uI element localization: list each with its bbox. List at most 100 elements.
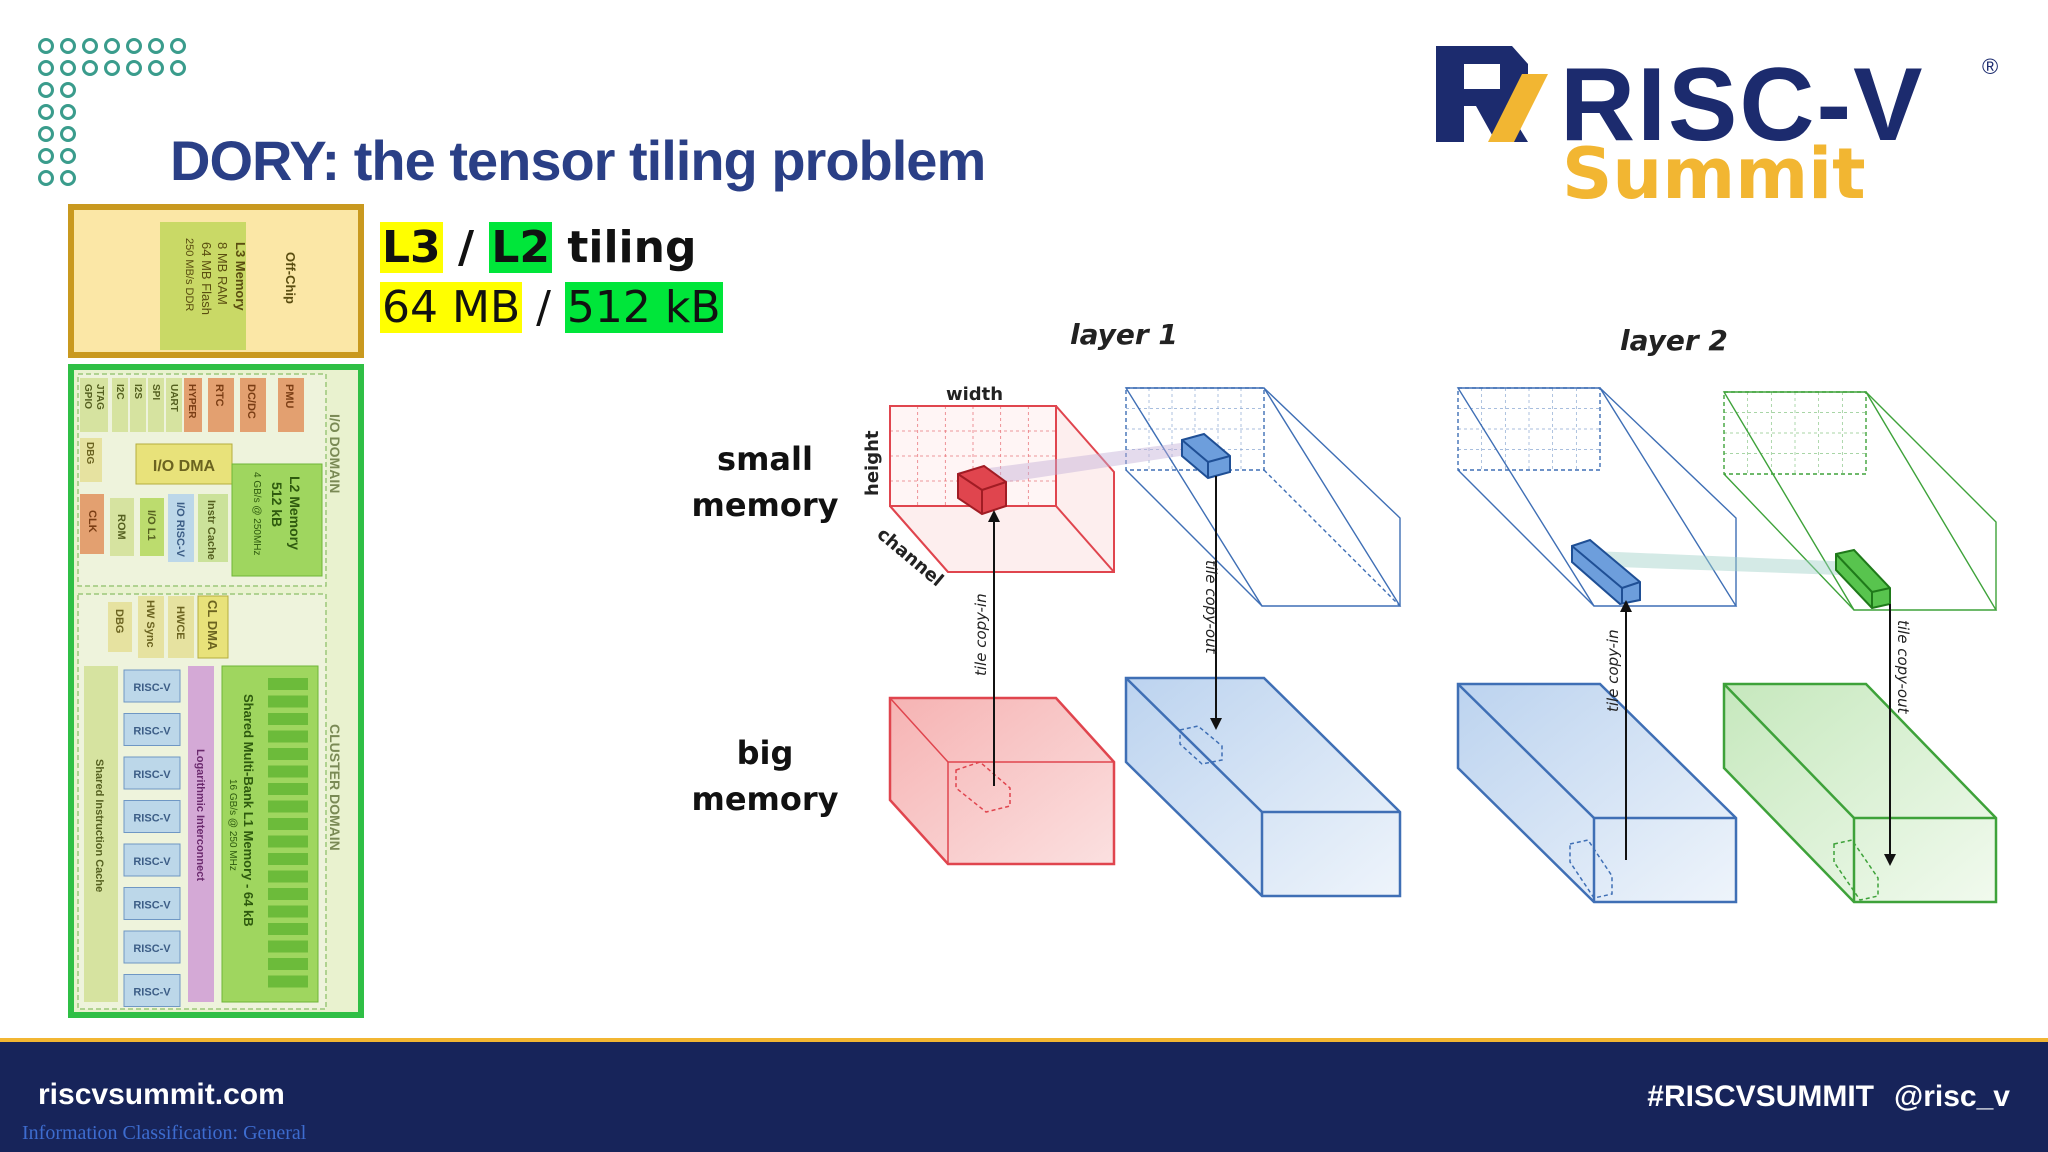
risc-v-core-label: RISC-V [133,943,171,955]
risc-v-core-label: RISC-V [133,900,171,912]
dot [126,38,142,54]
risc-v-core [123,974,181,1007]
instr-cache-label: Instr Cache [205,500,217,560]
peripheral-block [130,378,146,432]
dot [38,126,54,142]
io-riscv-block [168,494,194,562]
risc-v-core [123,843,181,877]
small-memory-label: small memory [680,436,850,528]
offchip-label: Off-Chip [283,252,298,304]
l1-bank [268,975,308,988]
l1-bank [268,783,308,795]
dot [60,104,76,120]
width-axis-label: width [946,384,1003,405]
l1-bank [268,888,308,900]
l2-size: 512 kB [564,282,723,333]
layer-2-label: layer 2 [1620,324,1728,357]
dot [104,60,120,76]
l1-bank [268,748,308,760]
io-domain-label: I/O DOMAIN [327,414,343,493]
l1-bank [268,835,308,848]
l3-ddr-label: 250 MB/s DDR [183,238,195,311]
big-memory-label: big memory [680,730,850,822]
risc-v-core [123,756,181,790]
peripheral-block [166,378,182,432]
l3-ram-label: 8 MB RAM [215,242,230,305]
dot [148,60,164,76]
l2-memory-size: 512 kB [269,482,285,527]
cluster-dbg-block [108,602,132,652]
l1-bank [268,730,308,743]
interconnect-label: Logarithmic Interconnect [194,749,206,881]
peripheral-block [80,378,108,432]
power-block [278,378,304,432]
hwce-label: HWCE [174,606,186,640]
clk-block [80,494,104,554]
peripheral-block [184,378,202,432]
small-green-tensor [1722,391,1998,611]
dot [148,38,164,54]
dot [60,148,76,164]
size-separator: / [522,282,565,333]
footer-website: riscvsummit.com [38,1078,285,1111]
copy-out-label-layer2: tile copy-out [1894,620,1912,715]
slide-title: DORY: the tensor tiling problem [170,129,986,192]
risc-v-core-label: RISC-V [133,987,171,999]
footer-bar [0,1038,2048,1152]
l3-size: 64 MB [380,282,523,333]
classification-label: Information Classification: General [22,1122,307,1144]
cl-dma-label: CL DMA [205,600,220,651]
dot [38,170,54,186]
peripheral-label: I2C [114,384,125,400]
copy-in-label-layer2: tile copy-in [1604,629,1622,712]
peripheral-label: GPIO [82,384,93,409]
footer-handle: @risc_v [1893,1080,2010,1113]
small-memory-line-1: small [717,440,813,478]
small-memory-line-2: memory [691,486,839,524]
dot [60,126,76,142]
copy-in-label-layer1: tile copy-in [972,593,990,676]
dot [60,170,76,186]
big-memory-line-2: memory [691,780,839,818]
dot [82,60,98,76]
height-axis-label: height [862,430,883,496]
l1-bank [268,713,308,725]
blue-tile-layer1 [1181,432,1231,480]
l2-label: L2 [489,222,553,273]
risc-v-core-label: RISC-V [133,813,171,825]
l1-bank [268,678,308,690]
risc-v-summit-logo: RISC-V ® Summit [1436,46,1998,204]
l2-memory-block [231,463,323,577]
risc-v-core [123,800,181,833]
footer-hashtag: #RISCVSUMMIT [1647,1080,1874,1113]
tensor-tiling-diagram: layer 1 layer 2 width height channel [862,318,1998,904]
dot [104,38,120,54]
power-label: DC/DC [245,384,257,419]
interconnect-block [188,666,214,1002]
decorative-dot-grid [38,38,186,186]
big-red-tensor [888,696,1116,866]
small-blue-tensor-layer2 [1456,387,1738,607]
l1-bank [268,905,308,918]
io-dbg-label: DBG [84,442,95,464]
tiling-line-1: L3 / L2 tiling [380,218,723,278]
risc-v-core-label: RISC-V [133,769,171,781]
blue-tile-layer2 [1571,538,1641,606]
dot [38,38,54,54]
io-l1-label: I/O L1 [145,510,157,541]
cl-dma-block [197,595,229,659]
peripheral-label: I2S [132,384,143,399]
tile-projection-beam-layer2 [1570,550,1868,576]
small-blue-tensor-layer1 [1124,387,1402,607]
shared-icache-label: Shared Instruction Cache [93,759,105,892]
l1-bank [268,800,308,813]
peripheral-label: JTAG [94,384,105,410]
dot [38,104,54,120]
cluster-dbg-label: DBG [113,609,125,633]
instr-cache-block [198,494,228,562]
hw-sync-label: HW Sync [144,600,156,648]
l2-memory-label: L2 Memory [287,476,303,550]
io-dma-label: I/O DMA [153,458,216,475]
power-label: PMU [283,384,295,409]
tiling-heading: L3 / L2 tiling 64 MB / 512 kB [380,218,723,338]
